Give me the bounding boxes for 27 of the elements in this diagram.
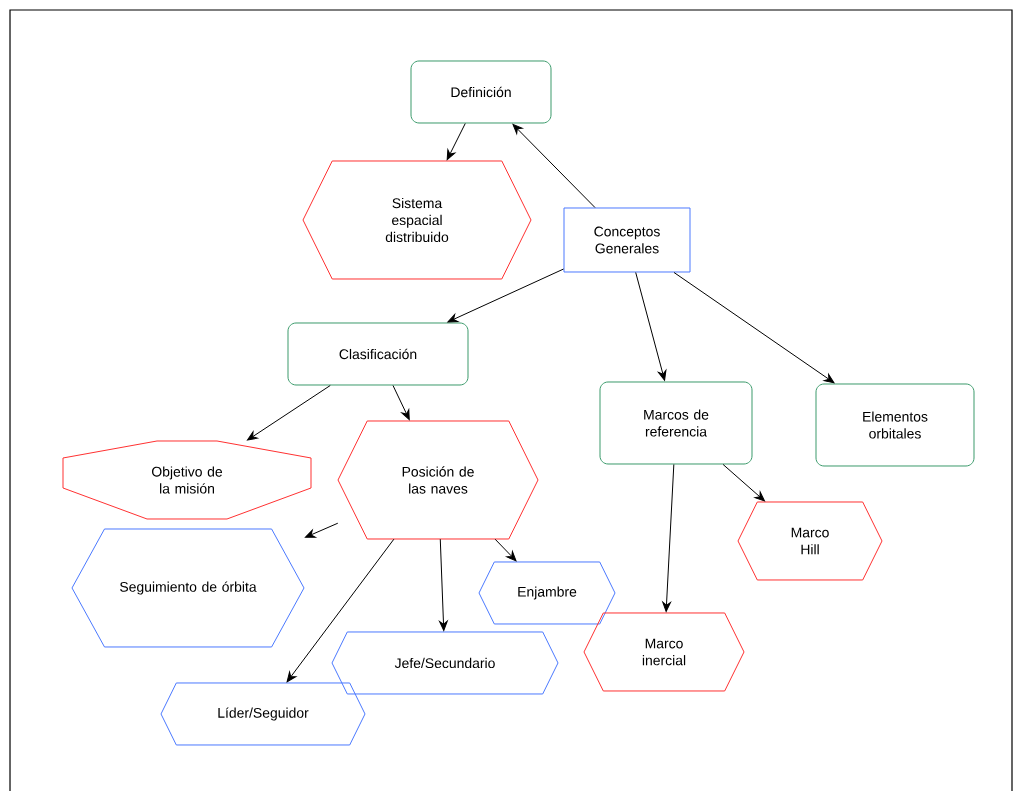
arrow (247, 385, 331, 441)
arrow (494, 538, 517, 562)
arrow (635, 272, 667, 381)
hexagon: Marco inercial (583, 612, 745, 692)
arrow (286, 538, 395, 683)
hexagon: Jefe/Secundario (331, 631, 559, 695)
hexagon: Posición de las naves (337, 420, 539, 540)
rounded-box: Clasificación (287, 322, 469, 386)
arrow (673, 272, 835, 384)
concept-box: Conceptos Generales (563, 207, 691, 273)
arrow (392, 385, 410, 421)
rounded-box: Elementos orbitales (815, 383, 975, 467)
hexagon: Líder/Seguidor (160, 682, 366, 746)
hexagon: Sistema espacial distribuido (302, 160, 532, 280)
arrow (439, 538, 448, 631)
arrow (447, 268, 564, 323)
hexagon: Seguimiento de órbita (71, 528, 305, 648)
arrow (446, 123, 466, 161)
arrow (304, 522, 339, 538)
rounded-box: Definición (410, 60, 552, 124)
hexagon: Objetivo de la misión (62, 440, 312, 520)
arrow (662, 464, 675, 612)
rounded-box: Marcos de referencia (599, 381, 753, 465)
hexagon: Enjambre (478, 561, 616, 625)
hexagon: Marco Hill (737, 501, 883, 581)
arrow (722, 464, 766, 502)
arrow (512, 123, 596, 208)
